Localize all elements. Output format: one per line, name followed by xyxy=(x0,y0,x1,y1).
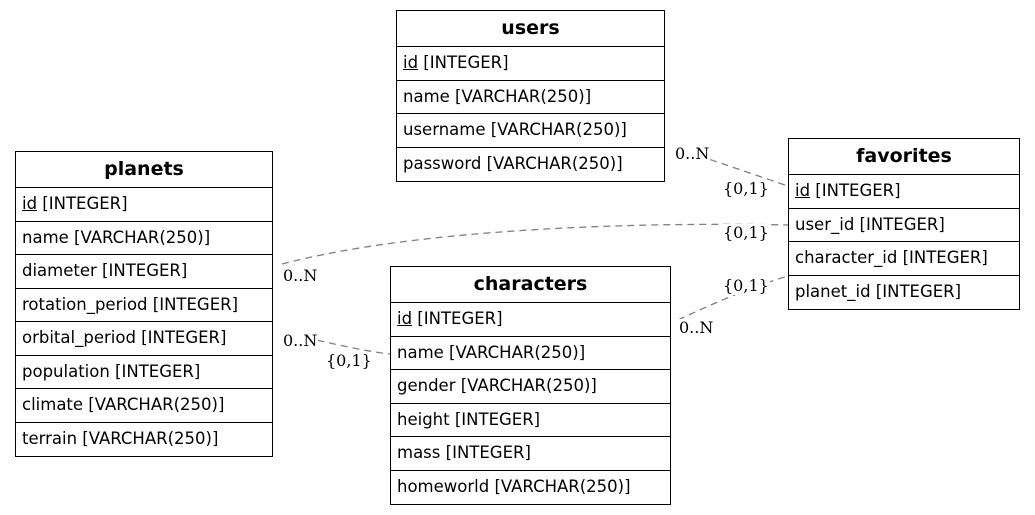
characters-table: characters id [INTEGER]name [VARCHAR(250… xyxy=(390,266,671,505)
planets-field-id: id [INTEGER] xyxy=(16,188,272,222)
characters-field-name: height xyxy=(397,409,450,429)
characters-field-type: [VARCHAR(250)] xyxy=(443,342,586,362)
planets-field-climate: climate [VARCHAR(250)] xyxy=(16,389,272,423)
favorites-field-type: [INTEGER] xyxy=(854,214,945,234)
planets-field-name: name xyxy=(22,227,69,247)
planets-field-name: rotation_period xyxy=(22,294,148,314)
planets-field-name: orbital_period xyxy=(22,328,136,347)
card-planets-characters-to: {0,1} xyxy=(325,351,373,370)
card-planets-characters-from: 0..N xyxy=(282,331,319,350)
planets-table-title: planets xyxy=(16,152,272,188)
characters-field-type: [INTEGER] xyxy=(440,443,531,462)
users-field-name: id xyxy=(403,53,419,72)
edge-users-favorites xyxy=(675,147,789,187)
planets-field-type: [VARCHAR(250)] xyxy=(68,227,211,247)
planets-field-type: [VARCHAR(250)] xyxy=(77,428,219,448)
characters-field-name: id xyxy=(397,309,413,328)
users-field-id: id [INTEGER] xyxy=(397,47,664,81)
planets-field-type: [INTEGER] xyxy=(37,194,128,213)
favorites-field-type: [INTEGER] xyxy=(897,248,988,267)
favorites-table: favorites id [INTEGER]user_id [INTEGER]c… xyxy=(788,138,1020,310)
users-table: users id [INTEGER]name [VARCHAR(250)]use… xyxy=(396,10,665,182)
characters-field-gender: gender [VARCHAR(250)] xyxy=(391,370,670,404)
users-field-password: password [VARCHAR(250)] xyxy=(397,148,664,182)
planets-field-name: climate xyxy=(22,395,84,414)
favorites-field-type: [INTEGER] xyxy=(810,181,901,200)
planets-field-type: [VARCHAR(250)] xyxy=(83,395,225,414)
planets-field-name: diameter xyxy=(22,261,97,280)
characters-field-type: [INTEGER] xyxy=(449,409,541,429)
planets-field-diameter: diameter [INTEGER] xyxy=(16,255,272,289)
card-users-favorites-from: 0..N xyxy=(674,144,711,163)
planets-field-name: terrain xyxy=(22,428,78,448)
favorites-field-name: user_id xyxy=(795,214,855,234)
users-field-type: [VARCHAR(250)] xyxy=(485,120,627,139)
favorites-field-name: character_id xyxy=(795,248,898,267)
users-field-type: [INTEGER] xyxy=(418,53,509,72)
characters-table-title: characters xyxy=(391,267,670,303)
favorites-field-id: id [INTEGER] xyxy=(789,175,1019,209)
users-field-username: username [VARCHAR(250)] xyxy=(397,114,664,148)
users-field-name: name [VARCHAR(250)] xyxy=(397,81,664,114)
favorites-field-type: [INTEGER] xyxy=(870,281,962,301)
planets-field-type: [INTEGER] xyxy=(109,361,201,381)
users-table-title: users xyxy=(397,11,664,47)
card-planets-favorites-to: {0,1} xyxy=(722,223,770,242)
favorites-field-name: id xyxy=(795,181,811,200)
characters-field-type: [INTEGER] xyxy=(412,309,503,328)
favorites-field-user-id: user_id [INTEGER] xyxy=(789,209,1019,242)
planets-table: planets id [INTEGER]name [VARCHAR(250)]d… xyxy=(15,151,273,457)
favorites-table-title: favorites xyxy=(789,139,1019,175)
planets-field-terrain: terrain [VARCHAR(250)] xyxy=(16,423,272,457)
card-characters-favorites-to: {0,1} xyxy=(722,276,770,295)
planets-field-orbital-period: orbital_period [INTEGER] xyxy=(16,322,272,356)
users-field-type: [VARCHAR(250)] xyxy=(449,86,592,106)
characters-field-name: homeworld xyxy=(397,476,490,496)
planets-field-rotation-period: rotation_period [INTEGER] xyxy=(16,289,272,322)
users-field-type: [VARCHAR(250)] xyxy=(481,153,623,173)
favorites-field-planet-id: planet_id [INTEGER] xyxy=(789,276,1019,310)
edge-planets-favorites xyxy=(281,223,789,265)
users-field-name: name xyxy=(403,86,450,106)
characters-field-type: [VARCHAR(250)] xyxy=(455,376,597,395)
characters-field-homeworld: homeworld [VARCHAR(250)] xyxy=(391,471,670,505)
favorites-field-character-id: character_id [INTEGER] xyxy=(789,242,1019,276)
card-characters-favorites-from: 0..N xyxy=(678,318,715,337)
planets-field-type: [INTEGER] xyxy=(147,294,239,314)
card-users-favorites-to: {0,1} xyxy=(722,179,770,198)
characters-field-name: mass xyxy=(397,443,441,462)
characters-field-type: [VARCHAR(250)] xyxy=(489,476,631,496)
characters-field-name: name [VARCHAR(250)] xyxy=(391,337,670,370)
characters-field-id: id [INTEGER] xyxy=(391,303,670,337)
planets-field-name: name [VARCHAR(250)] xyxy=(16,222,272,255)
users-field-name: password xyxy=(403,153,482,173)
planets-field-name: population xyxy=(22,361,110,381)
characters-field-name: gender xyxy=(397,376,456,395)
favorites-field-name: planet_id xyxy=(795,281,871,301)
planets-field-name: id xyxy=(22,194,38,213)
planets-field-population: population [INTEGER] xyxy=(16,356,272,389)
users-field-name: username xyxy=(403,120,486,139)
planets-field-type: [INTEGER] xyxy=(96,261,188,280)
card-planets-favorites-from: 0..N xyxy=(282,266,319,285)
characters-field-mass: mass [INTEGER] xyxy=(391,437,670,471)
characters-field-height: height [INTEGER] xyxy=(391,404,670,437)
planets-field-type: [INTEGER] xyxy=(135,328,227,347)
characters-field-name: name xyxy=(397,342,444,362)
